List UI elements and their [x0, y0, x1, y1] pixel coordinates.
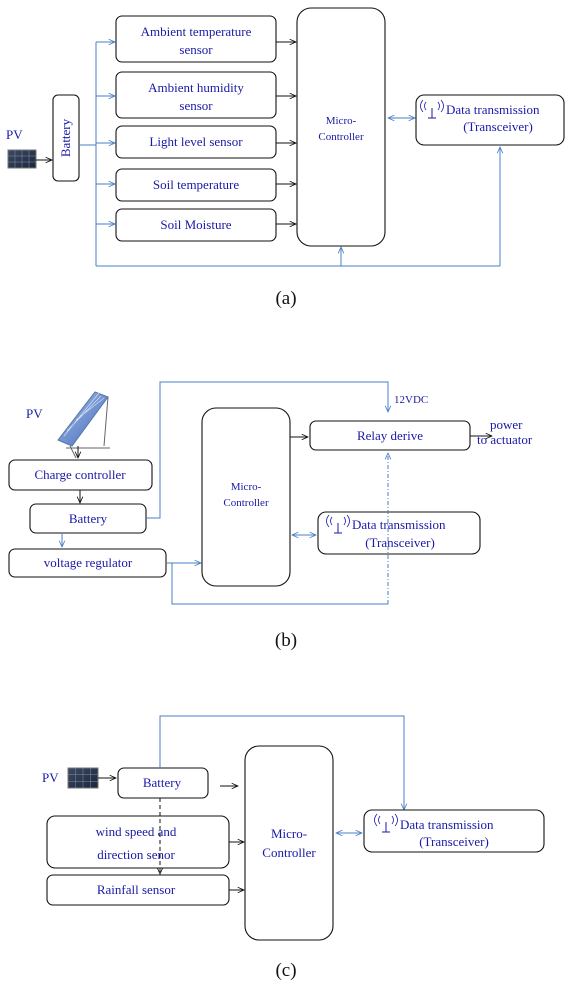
micro-controller-box-b [201, 407, 291, 587]
transceiver-line2-c: (Transceiver) [419, 834, 489, 849]
transceiver-line1-a: Data transmission [446, 102, 540, 117]
rainfall-sensor-label: Rainfall sensor [97, 882, 176, 897]
micro-controller-box-c [244, 745, 334, 941]
antenna-icon [374, 813, 398, 833]
antenna-icon [420, 99, 444, 119]
wind-sensor-line2: direction senor [97, 847, 175, 862]
pv-label-c: PV [42, 770, 59, 785]
power-label-line1: power [490, 417, 523, 432]
solar-panel-icon [67, 767, 99, 789]
transceiver-box-a [415, 94, 565, 146]
soil-moisture-label: Soil Moisture [160, 217, 231, 232]
transceiver-box-c [363, 809, 545, 853]
ambient-humidity-line2: sensor [179, 98, 213, 113]
ambient-temperature-line1: Ambient temperature [141, 24, 252, 39]
micro-controller-line2-c: Controller [262, 845, 316, 860]
diagram-a: PV Battery Ambient temperature sensor Am… [6, 7, 565, 309]
transceiver-line1-c: Data transmission [400, 817, 494, 832]
caption-a: (a) [275, 288, 296, 309]
transceiver-box-b [317, 511, 481, 555]
transceiver-line2-b: (Transceiver) [365, 535, 435, 550]
micro-controller-line2-a: Controller [318, 131, 364, 143]
caption-c: (c) [275, 960, 296, 981]
micro-controller-line1-a: Micro- [326, 115, 357, 127]
battery-label-a: Battery [58, 118, 73, 157]
micro-controller-line1-c: Micro- [271, 826, 307, 841]
solar-panel-icon [7, 149, 37, 169]
micro-controller-box-a [296, 7, 386, 247]
voltage-regulator-label: voltage regulator [44, 555, 133, 570]
caption-b: (b) [275, 630, 297, 651]
battery-label-b: Battery [69, 511, 108, 526]
soil-temperature-label: Soil temperature [153, 177, 240, 192]
ambient-temperature-sensor-box [115, 15, 277, 63]
soil-temperature-box [115, 168, 277, 202]
light-level-sensor-box [115, 125, 277, 159]
soil-moisture-box [115, 208, 277, 242]
ambient-temperature-line2: sensor [179, 42, 213, 57]
battery-label-c: Battery [143, 775, 182, 790]
transceiver-line2-a: (Transceiver) [463, 119, 533, 134]
voltage-label-12vdc: 12VDC [394, 394, 428, 406]
transceiver-line1-b: Data transmission [352, 517, 446, 532]
antenna-icon [326, 514, 350, 534]
power-label-line2: to actuator [477, 432, 533, 447]
charge-controller-label: Charge controller [34, 467, 126, 482]
micro-controller-line2-b: Controller [223, 497, 269, 509]
battery-box-a [52, 94, 80, 182]
ambient-humidity-sensor-box [115, 71, 277, 119]
relay-label: Relay derive [357, 428, 423, 443]
micro-controller-line1-b: Micro- [231, 481, 262, 493]
diagram-b: PV Charge controller Battery voltage reg… [8, 381, 533, 651]
wind-sensor-line1: wind speed and [96, 824, 177, 839]
light-level-sensor-label: Light level sensor [149, 134, 243, 149]
solar-array-icon [57, 391, 110, 459]
battery-box-c [117, 767, 209, 799]
pv-label-b: PV [26, 406, 43, 421]
ambient-humidity-line1: Ambient humidity [148, 80, 244, 95]
diagram-c: PV Battery wind speed and direction seno… [42, 715, 545, 981]
pv-label-a: PV [6, 127, 23, 142]
